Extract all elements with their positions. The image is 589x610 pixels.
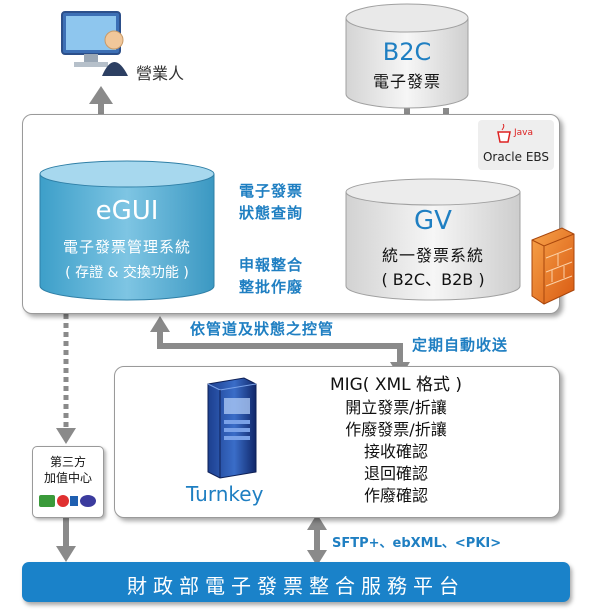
list-item: MIG( XML 格式 )	[329, 375, 463, 395]
list-item: 開立發票/折讓	[345, 398, 447, 417]
pipeline-control-label: 依管道及狀態之控管	[190, 320, 335, 338]
egui-line1: 電子發票管理系統	[62, 238, 191, 256]
egui-title: eGUI	[95, 196, 159, 226]
list-item: 作廢發票/折讓	[345, 420, 447, 439]
b2c-cylinder	[340, 0, 474, 112]
turnkey-label: Turnkey	[186, 482, 264, 506]
turnkey-function-list: MIG( XML 格式 ) 開立發票/折讓 作廢發票/折讓 接收確認 退回確認 …	[306, 374, 486, 507]
gv-title: GV	[414, 206, 452, 236]
gv-line2: ( B2C、B2B )	[381, 270, 485, 289]
server-icon	[200, 376, 260, 480]
third-party-line1: 第三方	[49, 455, 86, 469]
third-party-box: 第三方 加值中心	[32, 446, 104, 518]
b2c-title: B2C	[382, 38, 432, 66]
value-added-provider-logos-icon	[39, 493, 97, 509]
gv-cylinder	[342, 176, 524, 304]
oracle-ebs-badge: Java Oracle EBS	[478, 120, 554, 170]
protocols-label: SFTP+、ebXML、<PKI>	[332, 536, 502, 551]
list-item: 退回確認	[363, 464, 428, 483]
status-query-line1: 電子發票	[239, 182, 304, 200]
platform-bar: 財政部電子發票整合服務平台	[22, 562, 570, 602]
pipeline-flow-line	[157, 330, 403, 366]
list-item: 作廢確認	[363, 486, 428, 505]
report-integration-line2: 整批作廢	[239, 278, 304, 296]
report-integration-line1: 申報整合	[239, 256, 304, 274]
egui-line2: ( 存證 & 交換功能 )	[65, 265, 189, 281]
egui-cylinder	[36, 158, 218, 304]
b2c-subtitle: 電子發票	[372, 72, 441, 91]
status-query-line2: 狀態查詢	[239, 204, 304, 222]
java-cup-icon	[496, 123, 512, 144]
turnkey-panel	[114, 366, 560, 518]
oracle-ebs-label: Oracle EBS	[482, 150, 550, 164]
person-at-computer-icon	[56, 6, 136, 82]
gv-line1: 統一發票系統	[381, 246, 484, 265]
third-party-line2: 加值中心	[43, 471, 92, 485]
java-label: Java	[514, 128, 534, 138]
platform-label: 財政部電子發票整合服務平台	[127, 574, 465, 598]
list-item: 接收確認	[363, 442, 428, 461]
firewall-icon	[528, 226, 578, 306]
scheduled-transfer-label: 定期自動收送	[412, 336, 509, 354]
user-label: 營業人	[136, 64, 185, 83]
